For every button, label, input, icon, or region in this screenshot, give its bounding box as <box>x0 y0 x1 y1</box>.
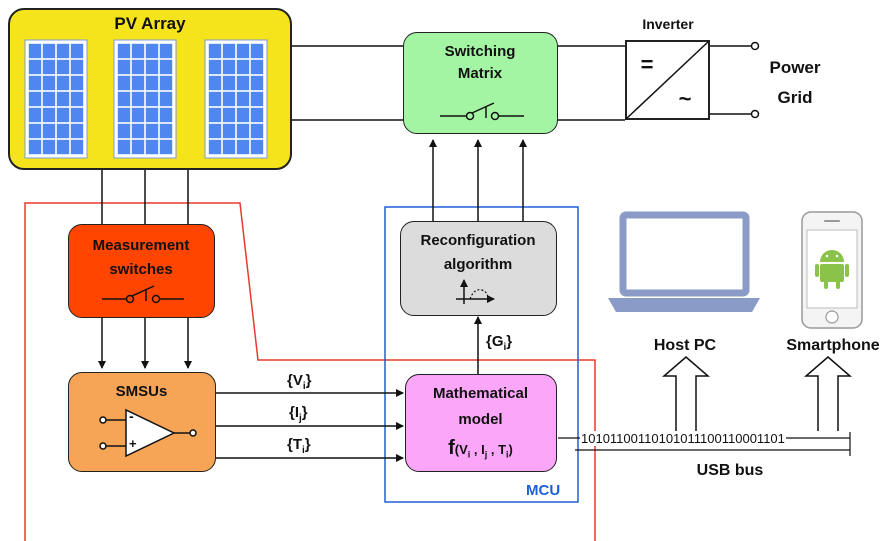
usb-bus-label: USB bus <box>696 462 764 479</box>
signal-vi-label: {Vi} <box>287 372 312 392</box>
signal-gi-label: {Gi} <box>486 333 513 353</box>
smsus-box: SMSUs <box>68 372 216 472</box>
usb-arrow-smartphone <box>803 356 853 431</box>
measurement-title-1: Measurement <box>92 237 190 254</box>
reconfiguration-title-1: Reconfiguration <box>420 232 536 249</box>
power-grid-label-2: Grid <box>777 88 813 107</box>
reconfiguration-title-2: algorithm <box>443 256 513 273</box>
measurement-title-2: switches <box>109 261 173 278</box>
usb-bitstream: 10101100110101011100110001101 <box>580 431 786 446</box>
mcu-label: MCU <box>526 482 561 499</box>
pv-array-title: PV Array <box>114 14 186 33</box>
pv-array-box: PV Array <box>8 8 292 170</box>
smartphone-label: Smartphone <box>786 337 880 354</box>
mcu-boundary <box>384 206 579 503</box>
inverter-dc-symbol: = <box>640 52 654 77</box>
measurement-switches-box: Measurement switches <box>68 224 215 318</box>
usb-arrow-hostpc <box>661 356 711 431</box>
switching-matrix-box: Switching Matrix <box>403 32 558 134</box>
switching-matrix-title-1: Switching <box>444 43 516 60</box>
math-model-title-1: Mathematical <box>432 385 529 402</box>
inverter-ac-symbol: ~ <box>678 86 692 111</box>
switching-matrix-title-2: Matrix <box>457 65 503 82</box>
math-model-box: Mathematical model f(Vi , Ij , Ti) <box>405 374 557 472</box>
reconfiguration-box: Reconfiguration algorithm <box>400 221 557 316</box>
math-model-title-2: model <box>458 411 503 428</box>
inverter-title: Inverter <box>642 16 694 32</box>
signal-ij-label: {Ij} <box>289 404 308 424</box>
power-grid-label-1: Power <box>769 58 821 77</box>
signal-ti-label: {Ti} <box>287 436 311 456</box>
formula-f: f <box>448 437 455 459</box>
math-model-formula: f(Vi , Ij , Ti) <box>448 437 513 460</box>
red-boundary-line <box>24 202 596 541</box>
smsus-title: SMSUs <box>115 383 168 400</box>
opamp-minus: - <box>129 408 134 424</box>
host-pc-label: Host PC <box>653 337 717 354</box>
opamp-plus: + <box>129 436 137 451</box>
